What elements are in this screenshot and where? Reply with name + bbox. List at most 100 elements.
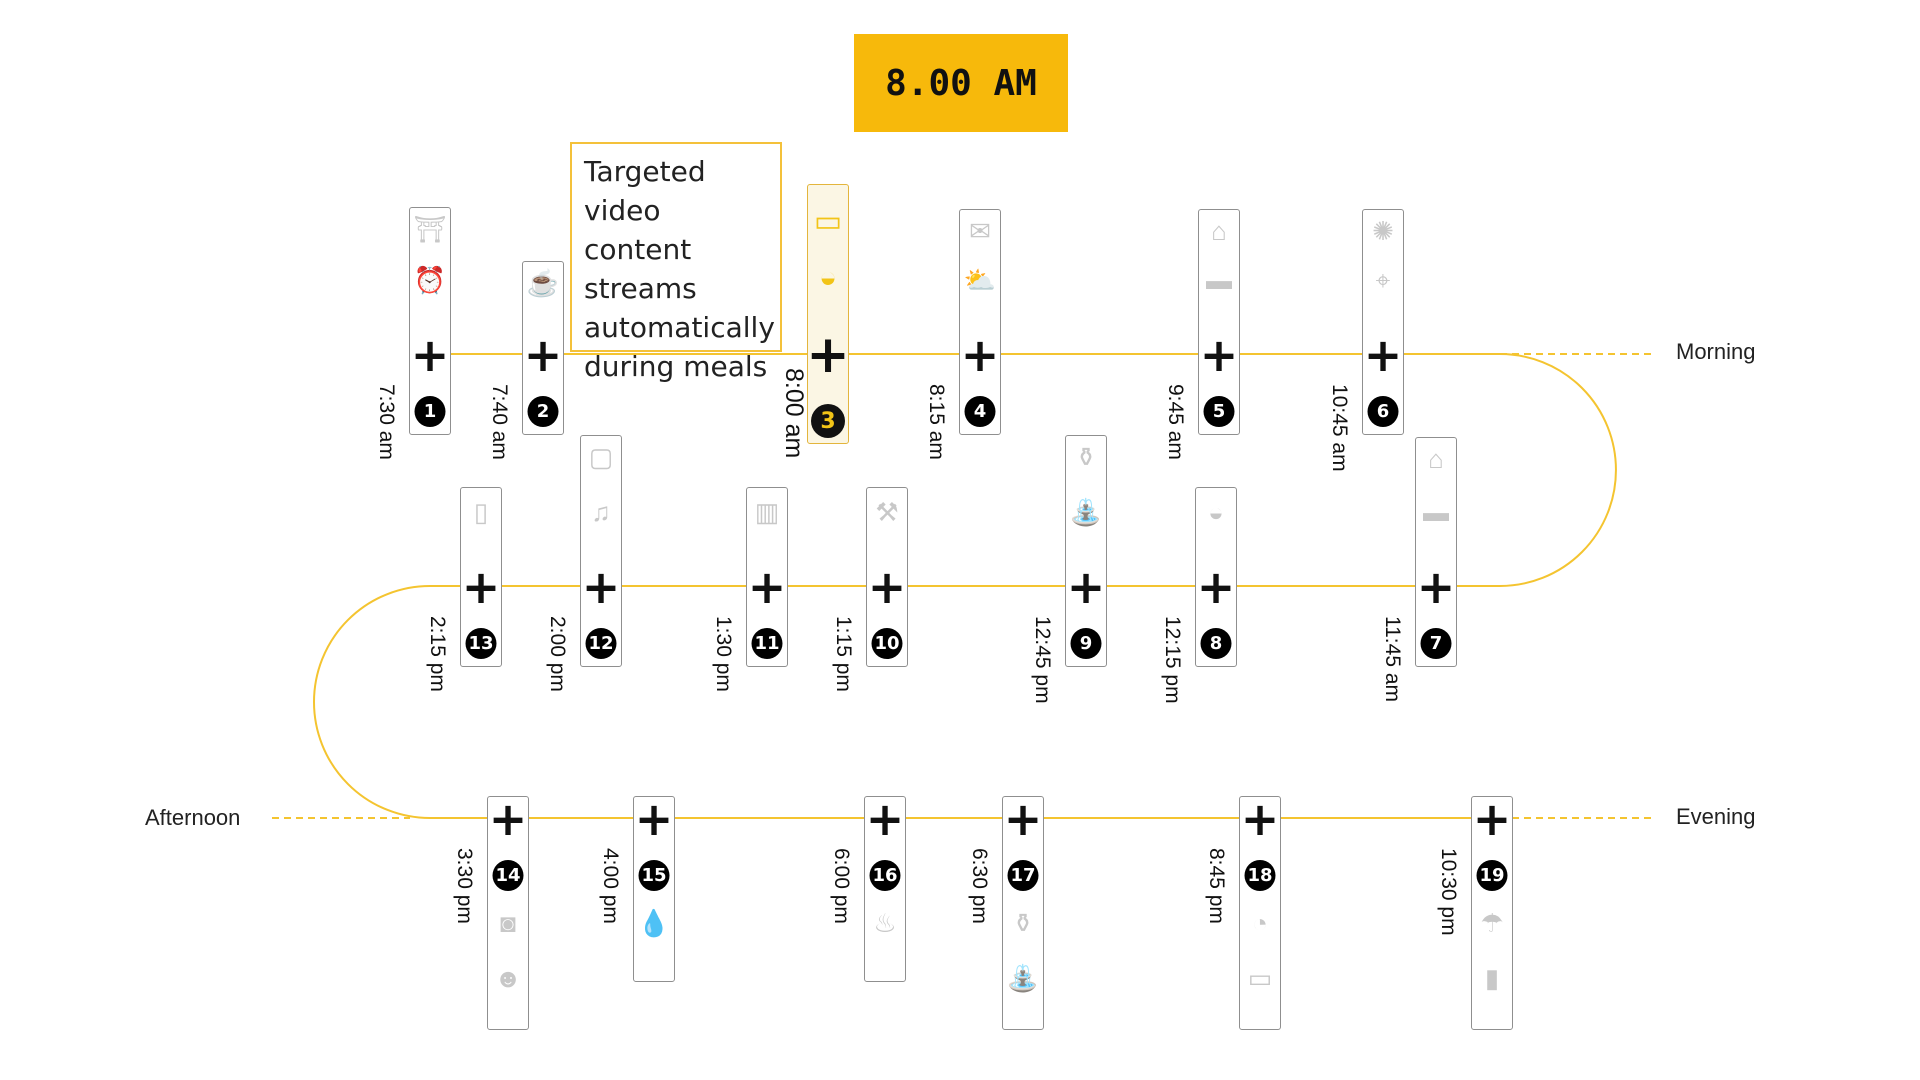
step-card-8[interactable]: +8◒ — [1195, 487, 1237, 667]
add-action-button[interactable]: + — [867, 560, 907, 614]
step-card-5[interactable]: +5 ⌂ ▬ — [1198, 209, 1240, 435]
add-action-button[interactable]: + — [1416, 560, 1456, 614]
add-action-button[interactable]: + — [1240, 792, 1280, 846]
broom-icon: ⚒ — [875, 497, 899, 527]
add-action-button[interactable]: + — [581, 560, 621, 614]
timeline-line — [313, 353, 1617, 819]
add-action-button[interactable]: + — [461, 560, 501, 614]
evening-label: Evening — [1676, 804, 1756, 829]
add-action-button[interactable]: + — [1196, 560, 1236, 614]
step-number-badge: 5 — [1203, 396, 1235, 427]
add-action-button[interactable]: + — [960, 328, 1000, 382]
step-card-2[interactable]: +2 ☕ — [522, 261, 564, 435]
step-card-3[interactable]: +3▭◒ — [806, 184, 850, 444]
message-icon: ▢ — [588, 442, 614, 472]
fridge-icon: ▯ — [473, 497, 489, 527]
add-action-button[interactable]: + — [865, 792, 905, 846]
step-card-1[interactable]: +1⛩⏰ — [409, 207, 451, 435]
roast-chicken-icon: ♨ — [873, 908, 897, 938]
step-card-12[interactable]: +12 ▢ ♫ — [580, 435, 622, 667]
current-time-banner: 8.00 AM — [854, 34, 1068, 132]
step-time-label: 12:45 pm — [1031, 616, 1054, 704]
garage-icon: ⌂ — [1211, 216, 1227, 246]
step-card-9[interactable]: +9⚱⛲ — [1065, 435, 1107, 667]
step-time-label: 9:45 am — [1164, 384, 1187, 460]
add-action-button[interactable]: + — [410, 328, 450, 382]
step-time-label: 10:45 am — [1328, 384, 1351, 472]
step-number-badge: 12 — [585, 628, 617, 659]
step-card-10[interactable]: +10 ⚒ — [866, 487, 908, 667]
step-time-label: 11:45 am — [1381, 616, 1404, 702]
add-action-button[interactable]: + — [1363, 328, 1403, 382]
curtains-icon: ⛩ — [413, 214, 447, 244]
step-time-label: 10:30 pm — [1437, 848, 1460, 936]
step-card-7[interactable]: +7 ⌂ ▬ — [1415, 437, 1457, 667]
add-action-button[interactable]: + — [747, 560, 787, 614]
water-drops-icon: 💧 — [637, 908, 671, 938]
meal-bowl-icon: ◒ — [818, 261, 838, 294]
step-card-4[interactable]: +4✉⛅ — [959, 209, 1001, 435]
garage-icon: ⌂ — [1428, 444, 1444, 474]
add-action-button[interactable]: + — [1003, 792, 1043, 846]
step-number-badge: 18 — [1244, 860, 1276, 891]
step-number-badge: 16 — [869, 860, 901, 891]
step-number-badge: 10 — [871, 628, 903, 659]
step-time-label: 7:30 am — [375, 384, 398, 460]
add-action-button[interactable]: + — [806, 325, 850, 385]
step-time-label: 3:30 pm — [453, 848, 476, 924]
alarm-clock-icon: ⏰ — [413, 265, 447, 295]
step-number-badge: 19 — [1476, 860, 1508, 891]
coffee-cup-icon: ☕ — [526, 268, 560, 298]
step-number-badge: 11 — [751, 628, 783, 659]
morning-label: Morning — [1676, 339, 1756, 364]
step-number-badge: 13 — [465, 628, 497, 659]
step-card-13[interactable]: +13 ▯ — [460, 487, 502, 667]
step-callout: Targeted video content streams automatic… — [570, 142, 782, 383]
step-card-18[interactable]: +18◔▭ — [1239, 796, 1281, 1030]
step-time-label: 6:00 pm — [830, 848, 853, 924]
step-time-label: 6:30 pm — [968, 848, 991, 924]
step-time-label: 8:15 am — [925, 384, 948, 460]
step-time-label: 2:00 pm — [546, 616, 569, 692]
step-time-label: 4:00 pm — [599, 848, 622, 924]
step-time-label: 8:00 am — [780, 368, 808, 459]
step-time-label: 2:15 pm — [426, 616, 449, 692]
add-action-button[interactable]: + — [488, 792, 528, 846]
add-action-button[interactable]: + — [1199, 328, 1239, 382]
car-icon: ▬ — [1206, 265, 1232, 295]
step-time-label: 1:15 pm — [832, 616, 855, 692]
washing-machine-icon: ◙ — [500, 908, 516, 938]
step-number-badge: 15 — [638, 860, 670, 891]
afternoon-label: Afternoon — [145, 805, 241, 830]
add-action-button[interactable]: + — [523, 328, 563, 382]
step-card-19[interactable]: +19☂▮ — [1471, 796, 1513, 1030]
pacman-icon: ◔ — [1252, 908, 1268, 938]
step-card-11[interactable]: +11 ▥ — [746, 487, 788, 667]
step-time-label: 12:15 pm — [1161, 616, 1184, 704]
step-number-badge: 6 — [1367, 396, 1399, 427]
weather-icon: ⛅ — [963, 265, 997, 295]
alarm-siren-icon: ✺ — [1372, 216, 1394, 246]
ceiling-lamp-icon: ☂ — [1480, 908, 1504, 938]
step-card-6[interactable]: +6✺⌖ — [1362, 209, 1404, 435]
faucet-icon: ⛲ — [1069, 497, 1103, 527]
step-number-badge: 17 — [1007, 860, 1039, 891]
car-icon: ▬ — [1423, 497, 1449, 527]
add-action-button[interactable]: + — [1066, 560, 1106, 614]
step-number-badge: 7 — [1420, 628, 1452, 659]
soap-dispenser-icon: ⚱ — [1075, 442, 1097, 472]
step-number-badge: 14 — [492, 860, 524, 891]
step-card-15[interactable]: +15💧 — [633, 796, 675, 982]
add-action-button[interactable]: + — [634, 792, 674, 846]
monitor-icon: ▭ — [1247, 963, 1273, 993]
trash-icon: ▥ — [754, 497, 780, 527]
music-icon: ♫ — [591, 497, 611, 527]
soap-dispenser-icon: ⚱ — [1012, 908, 1034, 938]
step-card-17[interactable]: +17⚱⛲ — [1002, 796, 1044, 1030]
faucet-icon: ⛲ — [1006, 963, 1040, 993]
mail-icon: ✉ — [969, 216, 991, 246]
step-card-16[interactable]: +16♨ — [864, 796, 906, 982]
add-action-button[interactable]: + — [1472, 792, 1512, 846]
step-number-badge: 2 — [527, 396, 559, 427]
step-card-14[interactable]: +14◙☻ — [487, 796, 529, 1030]
